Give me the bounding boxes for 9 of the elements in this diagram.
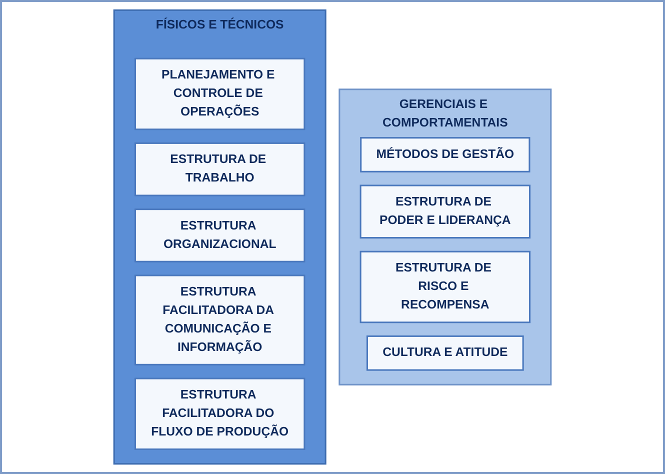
node-box: ESTRUTURA FACILITADORA DA COMUNICAÇÃO E INFORMAÇÃO: [134, 274, 306, 366]
node-box: MÉTODOS DE GESTÃO: [360, 137, 530, 172]
node-box: PLANEJAMENTO E CONTROLE DE OPERAÇÕES: [134, 58, 306, 130]
node-box: ESTRUTURA ORGANIZACIONAL: [134, 208, 306, 262]
node-box: CULTURA E ATITUDE: [366, 335, 524, 371]
node-box: ESTRUTURA FACILITADORA DO FLUXO DE PRODUÇÃO: [134, 378, 306, 450]
node-box: ESTRUTURA DE TRABALHO: [134, 142, 306, 196]
node-box: ESTRUTURA DE RISCO E RECOMPENSA: [360, 250, 531, 324]
node-box: ESTRUTURA DE PODER E LIDERANÇA: [360, 184, 531, 239]
